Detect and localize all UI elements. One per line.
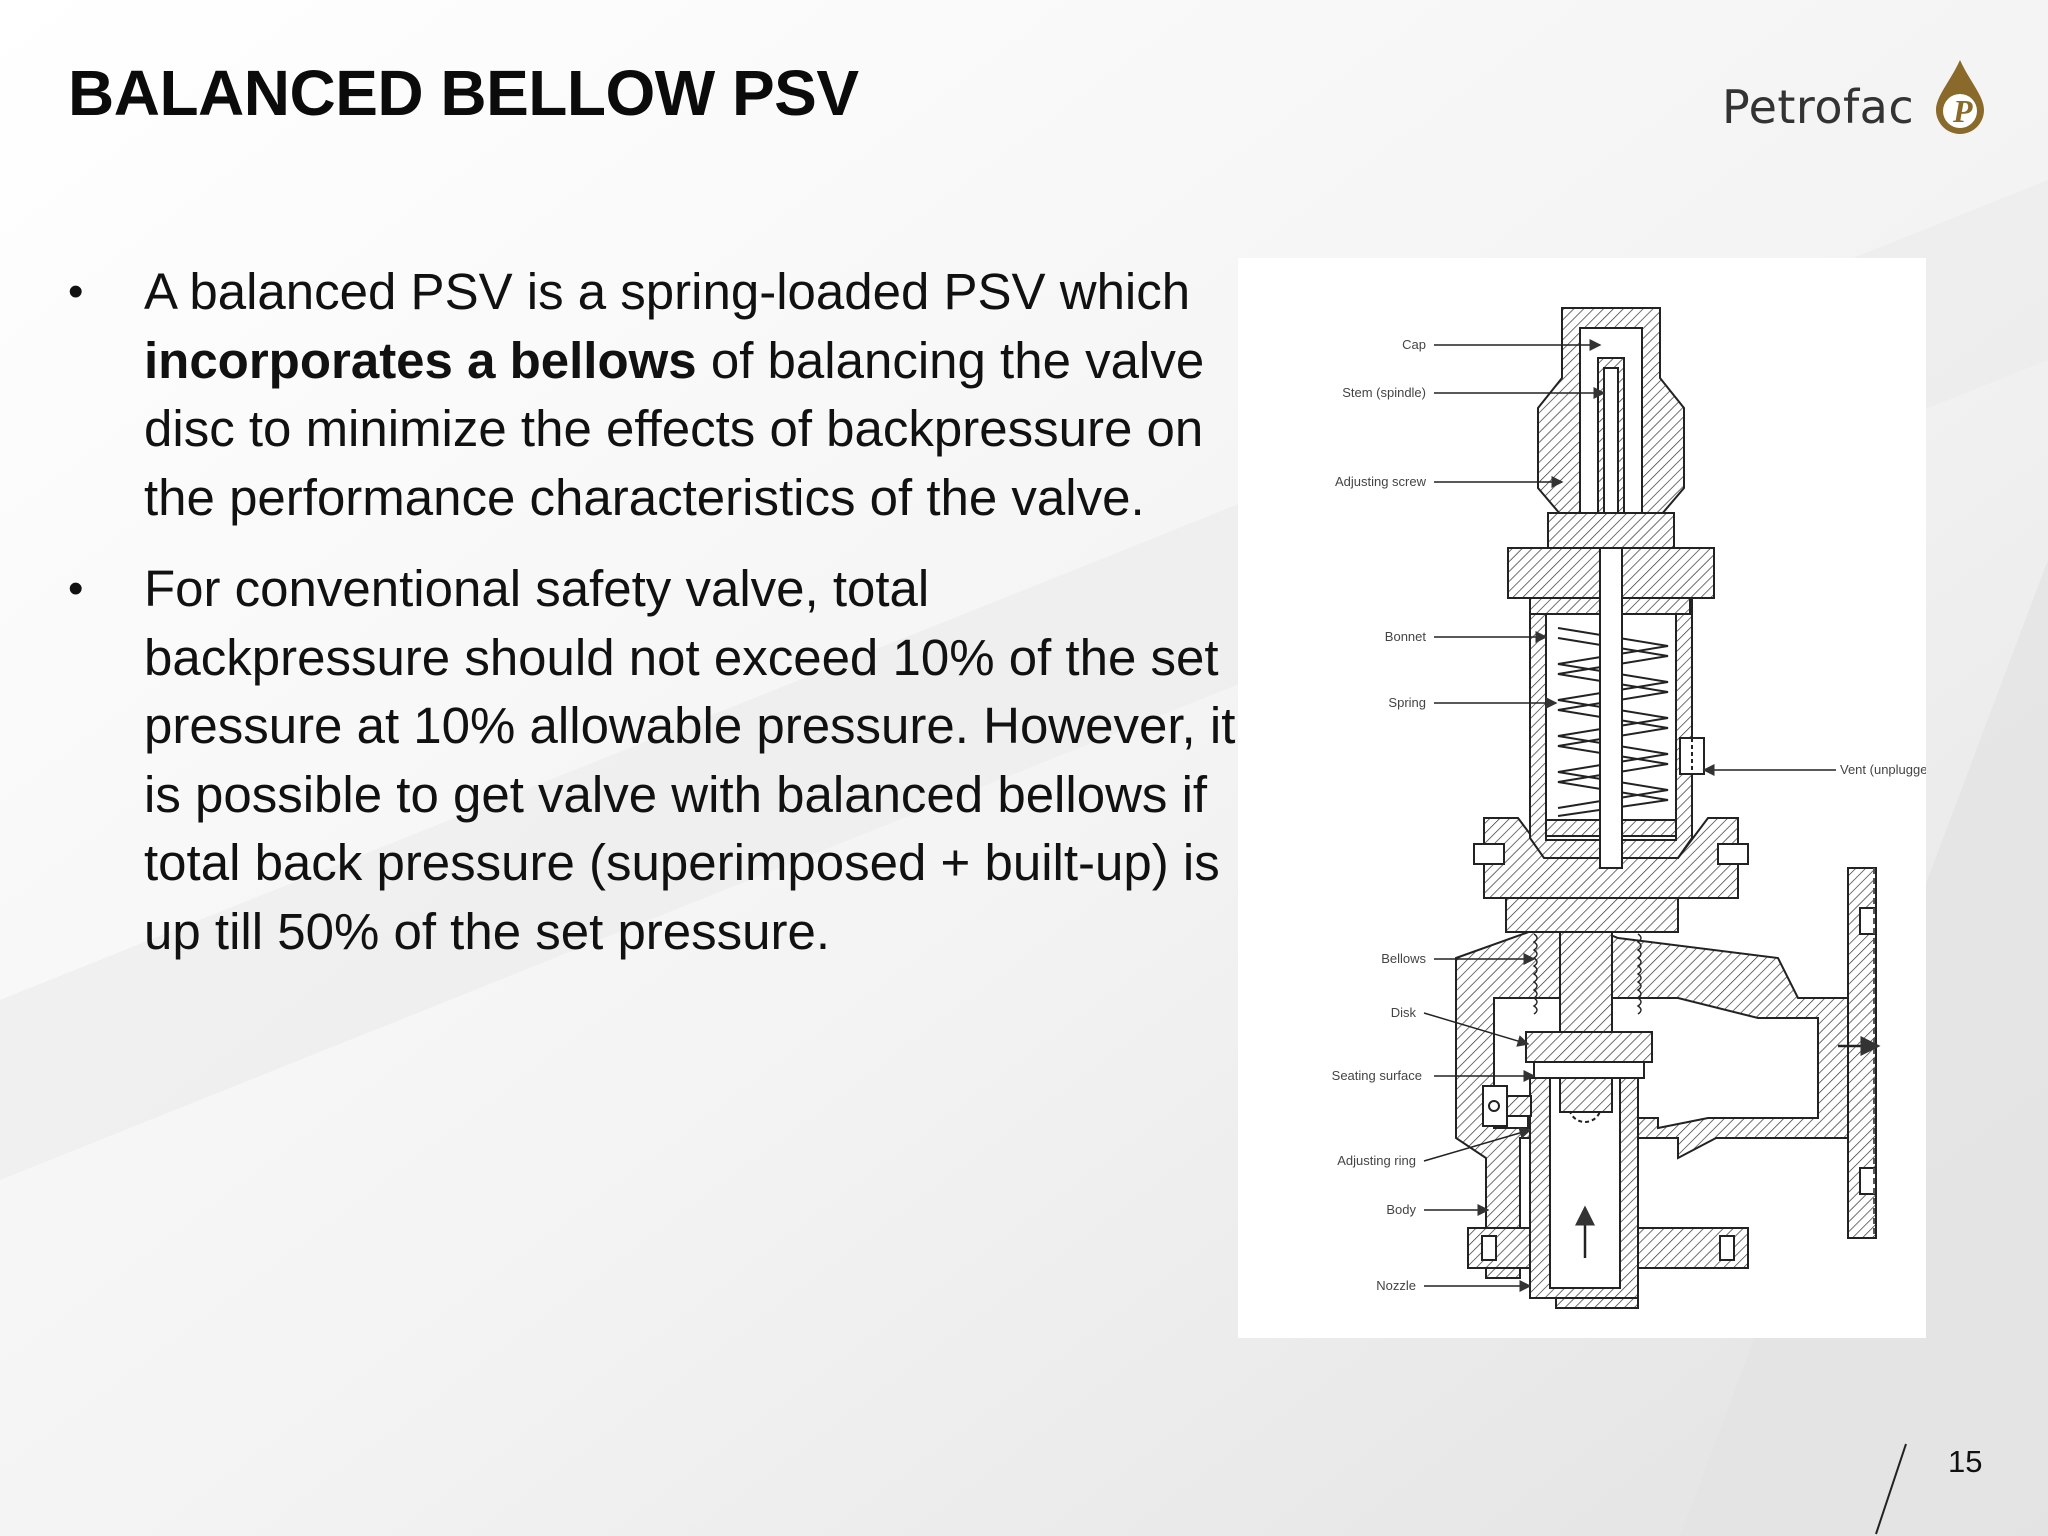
logo-wordmark: Petrofac [1722, 80, 1915, 134]
valve-cap [1537, 307, 1685, 549]
page-number: 15 [1948, 1444, 1983, 1479]
label-disk: Disk [1391, 1005, 1417, 1020]
logo-mark-letter: P [1952, 93, 1973, 129]
label-spring: Spring [1388, 695, 1426, 710]
label-adjusting-ring: Adjusting ring [1337, 1153, 1416, 1168]
bullet-1-text-start: A balanced PSV is a spring-loaded PSV wh… [144, 263, 1191, 320]
outlet-flange [1847, 867, 1877, 1239]
label-bellows: Bellows [1381, 951, 1426, 966]
label-adjusting-screw: Adjusting screw [1335, 474, 1427, 489]
bullet-item-balanced-psv: • A balanced PSV is a spring-loaded PSV … [68, 258, 1238, 532]
bellows-assembly [1505, 879, 1679, 1113]
bullet-1-text-end: of balancing the valve disc to minimize … [144, 331, 1205, 526]
label-nozzle: Nozzle [1376, 1278, 1416, 1293]
label-vent: Vent (unplugged) [1840, 762, 1926, 777]
bullet-dot: • [68, 564, 84, 613]
page-divider-slash [1875, 1443, 1907, 1535]
label-bonnet: Bonnet [1385, 629, 1427, 644]
bullet-item-conventional-valve: • For conventional safety valve, total b… [68, 555, 1238, 966]
bullet-1-bold-text: incorporates a bellows [144, 331, 697, 389]
page-title: BALANCED BELLOW PSV [68, 57, 859, 129]
label-seating-surface: Seating surface [1332, 1068, 1422, 1083]
label-body: Body [1386, 1202, 1416, 1217]
balanced-bellows-psv-diagram: Cap Stem (spindle) Adjusting screw Bonne… [1238, 258, 1926, 1338]
valve-spring [1557, 627, 1669, 817]
bullet-list: • A balanced PSV is a spring-loaded PSV … [68, 258, 1238, 989]
bullet-2-text: For conventional safety valve, total bac… [144, 560, 1236, 960]
adjusting-ring-screw [1482, 1085, 1532, 1127]
bonnet-vent [1679, 737, 1705, 775]
bullet-dot: • [68, 267, 84, 316]
company-logo: Petrofac P [1718, 58, 1998, 148]
label-stem: Stem (spindle) [1342, 385, 1426, 400]
label-cap: Cap [1402, 337, 1426, 352]
oil-drop-icon: P [1936, 60, 1984, 134]
